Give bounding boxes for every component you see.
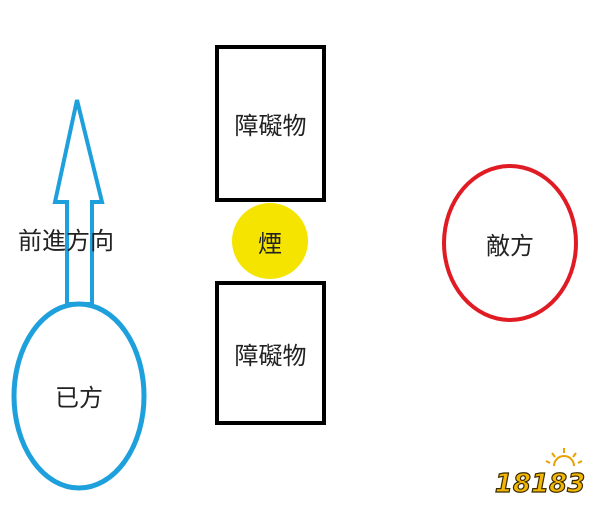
own-side-label: 已方 (55, 384, 103, 412)
enemy-label: 敵方 (486, 231, 534, 260)
enemy-ellipse: 敵方 (442, 164, 578, 322)
smoke-circle: 煙 (232, 203, 308, 279)
logo-text: 18183 (495, 469, 585, 499)
smoke-label: 煙 (258, 229, 282, 258)
obstacle-top: 障礙物 (215, 45, 326, 202)
forward-direction-arrow (52, 99, 105, 306)
logo-sun-icon (545, 448, 583, 467)
obstacle-bottom-label: 障礙物 (234, 341, 307, 370)
forward-direction-label: 前進方向 (18, 227, 114, 255)
obstacle-top-label: 障礙物 (234, 112, 307, 140)
own-side-ellipse (11, 301, 147, 491)
watermark-logo-icon: 18183 (494, 448, 586, 500)
obstacle-bottom: 障礙物 (215, 281, 326, 425)
